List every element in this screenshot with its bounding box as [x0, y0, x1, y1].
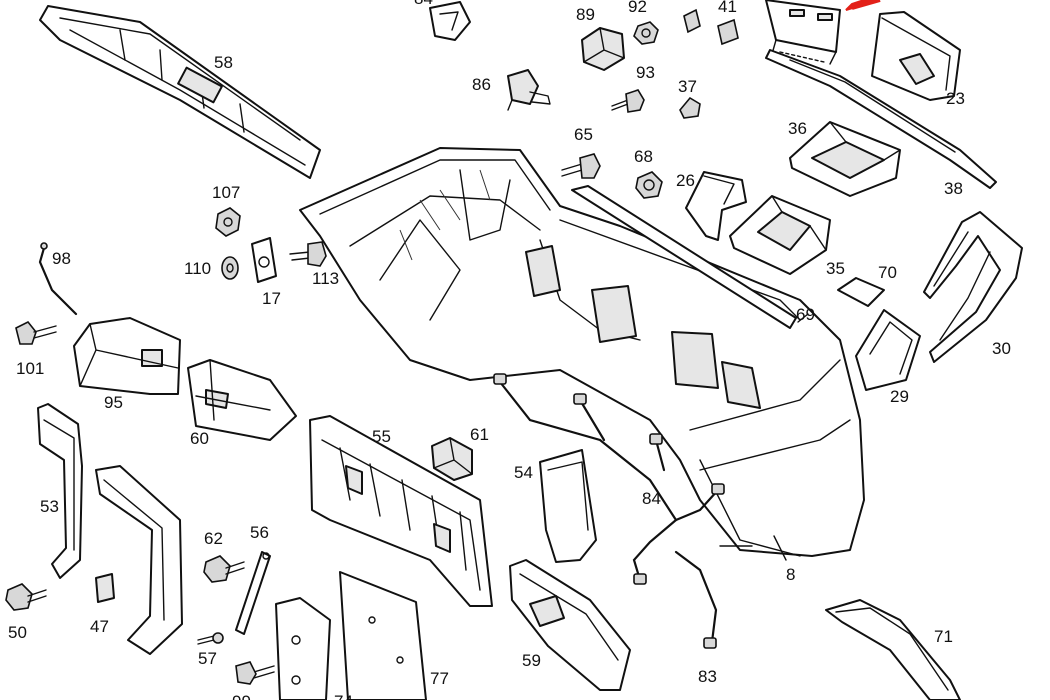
part-84-top-clip[interactable] — [429, 1, 471, 41]
washer-near-41[interactable] — [683, 8, 701, 34]
part-110-washer[interactable] — [221, 256, 239, 280]
part-54-bracket[interactable] — [539, 449, 597, 563]
callout-84-top: 84 — [414, 0, 433, 8]
part-37-clip[interactable] — [679, 96, 701, 119]
part-26-small-bracket[interactable] — [685, 171, 747, 241]
part-89-connector[interactable] — [581, 27, 625, 71]
callout-71: 71 — [934, 627, 953, 646]
callout-92: 92 — [628, 0, 647, 16]
part-29-liner[interactable] — [855, 309, 921, 391]
part-59-reflector[interactable] — [509, 559, 631, 691]
callout-41: 41 — [718, 0, 737, 16]
callout-62: 62 — [204, 529, 223, 548]
callout-95: 95 — [104, 393, 123, 412]
part-65-bolt[interactable] — [561, 153, 601, 179]
callout-98: 98 — [52, 249, 71, 268]
callout-74: 74 — [334, 692, 353, 700]
part-58-impact-beam[interactable] — [39, 5, 321, 179]
callout-110: 110 — [184, 259, 211, 278]
callout-35: 35 — [826, 259, 845, 278]
part-23-corner-bracket[interactable] — [871, 11, 961, 101]
part-50-bolt[interactable] — [5, 583, 47, 611]
part-69-trim-strip[interactable] — [571, 185, 797, 329]
part-83-cable[interactable] — [674, 550, 718, 649]
callout-60: 60 — [190, 429, 209, 448]
part-107-nut[interactable] — [215, 207, 241, 237]
part-68-nut[interactable] — [635, 171, 663, 199]
callout-99: 99 — [232, 692, 251, 700]
callout-59: 59 — [522, 651, 541, 670]
callout-70: 70 — [878, 263, 897, 282]
part-74-plate[interactable] — [275, 597, 331, 700]
top-right-mounting-bracket[interactable] — [765, 0, 841, 65]
part-57-pin[interactable] — [197, 632, 224, 645]
callout-56: 56 — [250, 523, 269, 542]
callout-69: 69 — [796, 305, 815, 324]
leader-lines — [773, 313, 809, 561]
part-8-bumper-cover[interactable] — [299, 147, 865, 557]
part-41-clip[interactable] — [717, 18, 739, 46]
part-70-patch[interactable] — [837, 277, 885, 307]
part-113-screw[interactable] — [289, 241, 327, 267]
callout-36: 36 — [788, 119, 807, 138]
callout-17: 17 — [262, 289, 281, 308]
part-101-bolt[interactable] — [15, 320, 57, 345]
callout-29: 29 — [890, 387, 909, 406]
callout-86: 86 — [472, 75, 491, 94]
callout-54: 54 — [514, 463, 533, 482]
callout-65: 65 — [574, 125, 593, 144]
callout-68: 68 — [634, 147, 653, 166]
callout-30: 30 — [992, 339, 1011, 358]
part-62-bolt[interactable] — [203, 555, 245, 583]
part-71-lower-trim[interactable] — [825, 599, 961, 700]
part-95-bracket-block[interactable] — [73, 317, 181, 395]
callout-84-harness: 84 — [642, 489, 661, 508]
part-92-nut[interactable] — [633, 21, 659, 45]
callout-77: 77 — [430, 669, 449, 688]
part-47-bracket[interactable] — [95, 465, 183, 655]
part-56-strap[interactable] — [235, 551, 271, 635]
part-86-bolt-clip[interactable] — [507, 69, 551, 111]
part-36-plate-bracket[interactable] — [789, 121, 901, 197]
callout-113: 113 — [312, 269, 339, 288]
part-30-side-bracket[interactable] — [923, 211, 1023, 363]
part-84-wiring-harness[interactable] — [493, 373, 725, 585]
part-38-trim-strip[interactable] — [765, 49, 997, 189]
part-93-bolt[interactable] — [611, 89, 645, 113]
callout-107: 107 — [212, 183, 240, 202]
red-indicator-arrow — [845, 0, 881, 11]
callout-93: 93 — [636, 63, 655, 82]
part-77-panel[interactable] — [339, 571, 427, 700]
callout-58: 58 — [214, 53, 233, 72]
callout-23: 23 — [946, 89, 965, 108]
part-35-frame-bracket[interactable] — [729, 195, 831, 275]
callout-50: 50 — [8, 623, 27, 642]
callout-55: 55 — [372, 427, 391, 446]
part-55-support-panel[interactable] — [309, 415, 493, 607]
callout-83: 83 — [698, 667, 717, 686]
part-99-screw[interactable] — [235, 661, 275, 685]
callout-47: 47 — [90, 617, 109, 636]
part-98-wire-clip[interactable] — [38, 242, 78, 316]
callout-38: 38 — [944, 179, 963, 198]
callout-8: 8 — [786, 565, 795, 584]
callout-57: 57 — [198, 649, 217, 668]
part-61-connector[interactable] — [431, 437, 473, 481]
callout-53: 53 — [40, 497, 59, 516]
callout-37: 37 — [678, 77, 697, 96]
callout-89: 89 — [576, 5, 595, 24]
part-60-bracket-block[interactable] — [187, 359, 297, 441]
part-17-clip-plate[interactable] — [251, 237, 277, 283]
part-53-bracket[interactable] — [37, 403, 83, 579]
callout-26: 26 — [676, 171, 695, 190]
callout-101: 101 — [16, 359, 44, 378]
callout-61: 61 — [470, 425, 489, 444]
callout-labels: 58 84 89 92 41 86 93 37 23 65 68 36 38 1… — [8, 0, 1011, 700]
